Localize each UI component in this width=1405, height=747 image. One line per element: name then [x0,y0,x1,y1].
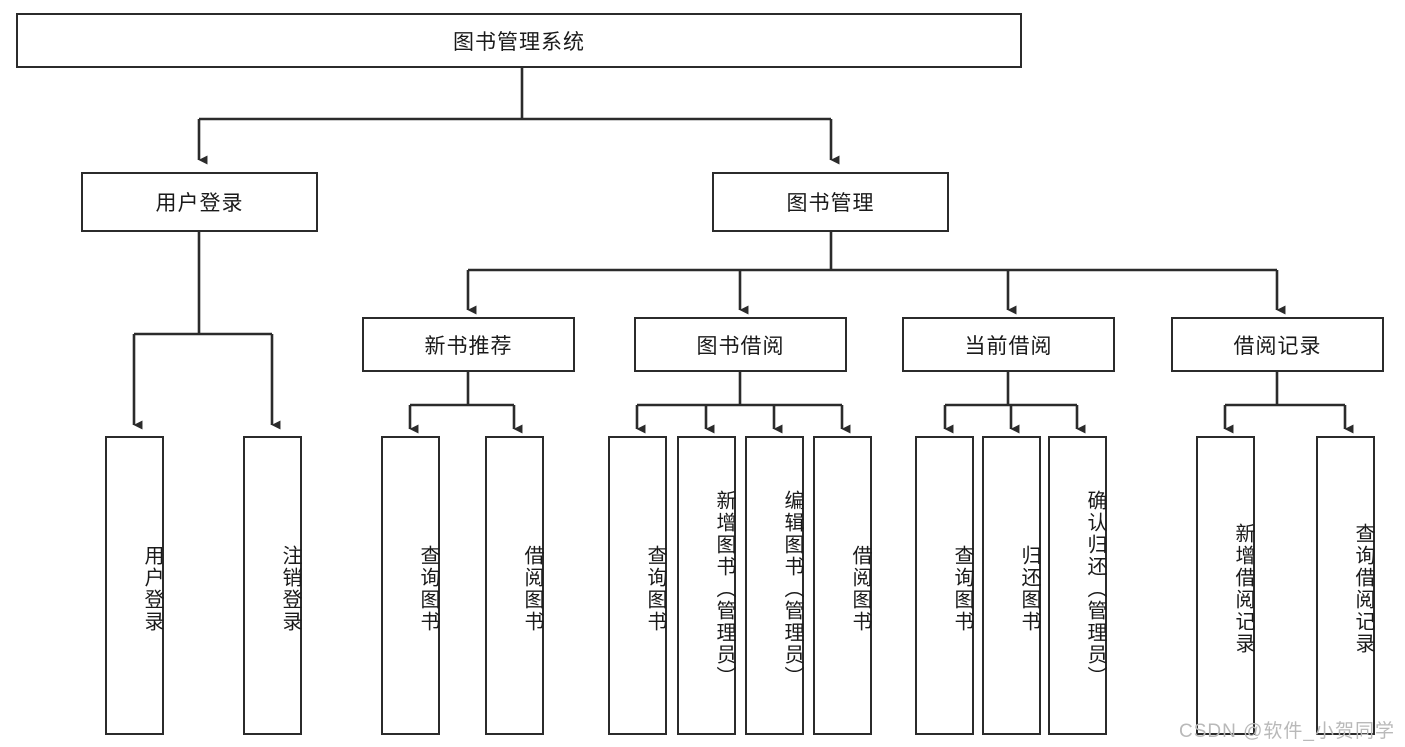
node-leaf-add-borrow-record[interactable]: 新增借阅记录 [1196,436,1255,735]
node-book-manage[interactable]: 图书管理 [712,172,949,232]
node-label: 用户登录 [141,544,163,633]
node-user-login[interactable]: 用户登录 [81,172,318,232]
node-label: 当前借阅 [964,334,1053,358]
node-label: 用户登录 [155,192,244,215]
node-label: 图书管理 [786,192,875,215]
node-label: 借阅图书 [521,544,543,633]
node-root-book-management-system[interactable]: 图书管理系统 [16,13,1022,68]
watermark-text: CSDN @软件_小贺同学 [1179,721,1395,742]
node-label: 图书管理系统 [453,30,585,54]
node-leaf-query-book-recommend[interactable]: 查询图书 [381,436,440,735]
node-book-borrow[interactable]: 图书借阅 [634,317,847,372]
node-label: 新书推荐 [424,334,513,358]
node-label: 编辑图书（管理员） [781,489,803,688]
node-leaf-borrow-book-recommend[interactable]: 借阅图书 [485,436,544,735]
node-label: 归还图书 [1018,544,1040,633]
node-label: 新增借阅记录 [1232,522,1254,655]
node-label: 借阅记录 [1233,334,1322,358]
node-leaf-edit-book[interactable]: 编辑图书（管理员） [745,436,804,735]
node-leaf-query-book-borrow[interactable]: 查询图书 [608,436,667,735]
node-label: 新增图书（管理员） [713,489,735,688]
node-current-borrow[interactable]: 当前借阅 [902,317,1115,372]
node-leaf-query-book-current[interactable]: 查询图书 [915,436,974,735]
node-leaf-add-book[interactable]: 新增图书（管理员） [677,436,736,735]
node-label: 查询图书 [644,544,666,633]
node-label: 查询图书 [951,544,973,633]
node-leaf-borrow-book[interactable]: 借阅图书 [813,436,872,735]
node-leaf-logout-login[interactable]: 注销登录 [243,436,302,735]
node-label: 图书借阅 [696,334,785,358]
node-leaf-query-borrow-record[interactable]: 查询借阅记录 [1316,436,1375,735]
node-borrow-record[interactable]: 借阅记录 [1171,317,1384,372]
node-leaf-confirm-return[interactable]: 确认归还（管理员） [1048,436,1107,735]
node-leaf-user-login[interactable]: 用户登录 [105,436,164,735]
node-label: 注销登录 [279,544,301,633]
node-new-book-recommend[interactable]: 新书推荐 [362,317,575,372]
node-label: 确认归还（管理员） [1084,489,1106,688]
node-label: 查询借阅记录 [1352,522,1374,655]
node-leaf-return-book[interactable]: 归还图书 [982,436,1041,735]
node-label: 借阅图书 [849,544,871,633]
node-label: 查询图书 [417,544,439,633]
